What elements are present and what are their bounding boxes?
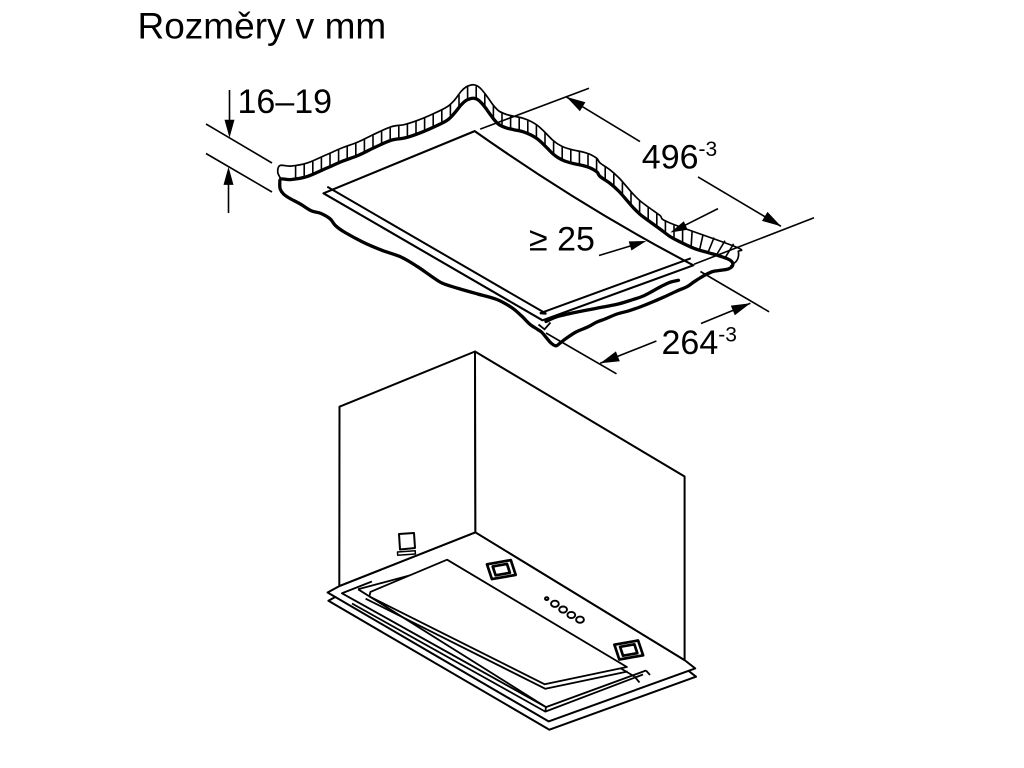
svg-text:≥ 25: ≥ 25 xyxy=(529,221,595,259)
svg-text:16–19: 16–19 xyxy=(238,83,333,121)
svg-text:Rozměry v mm: Rozměry v mm xyxy=(138,6,387,47)
